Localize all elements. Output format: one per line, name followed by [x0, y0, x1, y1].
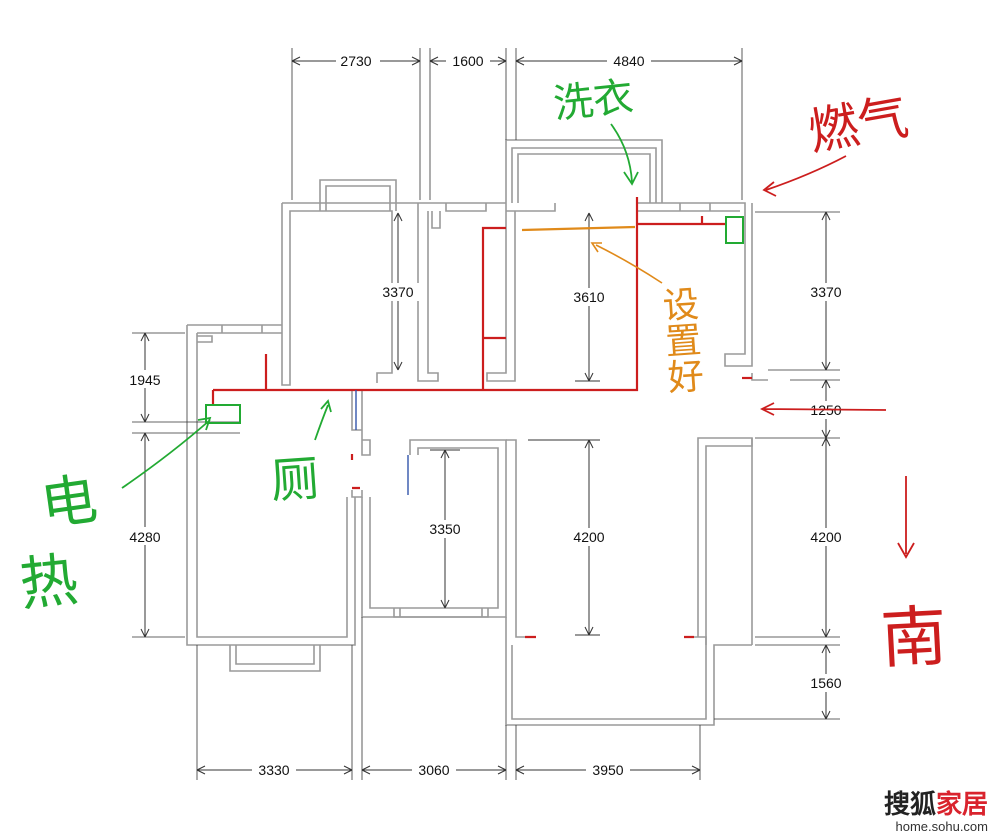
dim-right-3: 4200: [810, 529, 841, 545]
blue-pipe: [355, 390, 409, 495]
dim-right-1: 3370: [810, 284, 841, 300]
hot-water-pipe: [521, 225, 636, 232]
label-wire: 设置好: [656, 285, 705, 396]
extension-lines: [132, 48, 840, 780]
dim-top-3: 4840: [613, 53, 644, 69]
dimension-lines: [140, 56, 831, 775]
dim-top-2: 1600: [452, 53, 483, 69]
walls: [186, 139, 768, 726]
watermark-url: home.sohu.com: [895, 819, 989, 834]
electric-water-heater: [205, 404, 241, 424]
dim-room-3: 3350: [429, 521, 460, 537]
gas-water-heater: [725, 216, 744, 244]
gas-pipes: [211, 197, 752, 639]
label-electric-1: 电: [37, 467, 102, 539]
label-electric-2: 热: [16, 545, 81, 619]
watermark-brand-red: 家居: [935, 790, 988, 820]
dim-bottom-3: 3950: [592, 762, 623, 778]
dim-left-1: 1945: [129, 372, 160, 388]
dim-bottom-2: 3060: [418, 762, 449, 778]
label-laundry: 洗衣: [551, 74, 635, 128]
dim-room-1: 3370: [382, 284, 413, 300]
label-toilet: 厕: [269, 451, 321, 510]
dim-bottom-1: 3330: [258, 762, 289, 778]
dim-right-4: 1560: [810, 675, 841, 691]
watermark-logo: 搜狐家居: [884, 792, 988, 818]
dimension-labels: 2730 1600 4840 3330 3060 3950 1945 4280 …: [124, 52, 848, 779]
dim-top-1: 2730: [340, 53, 371, 69]
label-gas: 燃气: [804, 87, 913, 161]
dim-left-2: 4280: [129, 529, 160, 545]
annotation-arrows: [121, 123, 915, 559]
label-south: 南: [879, 598, 949, 678]
dim-room-2: 3610: [573, 289, 604, 305]
watermark: 搜狐家居 home.sohu.com: [884, 792, 988, 833]
watermark-brand: 搜狐: [883, 790, 936, 820]
dim-room-4: 4200: [573, 529, 604, 545]
